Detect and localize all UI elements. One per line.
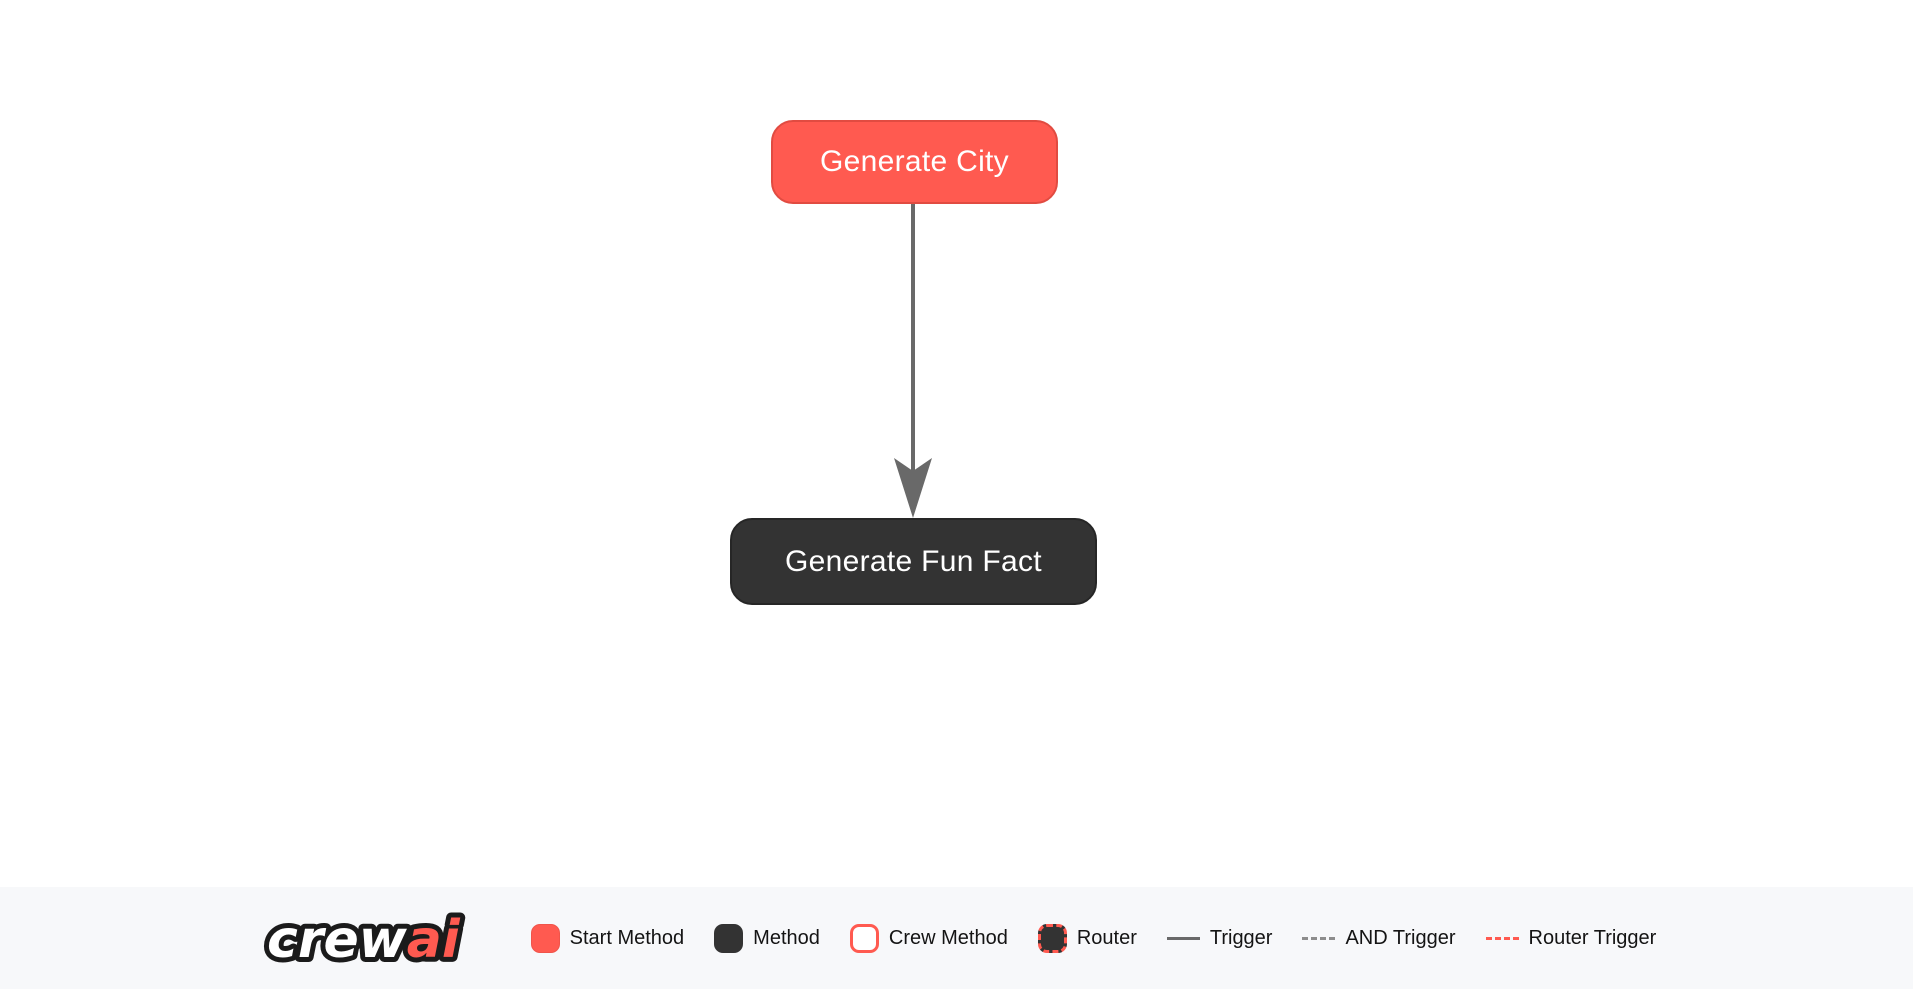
method-swatch-icon bbox=[714, 923, 744, 953]
node-generate-fun-fact-label: Generate Fun Fact bbox=[785, 544, 1042, 578]
legend-item-trigger: Trigger bbox=[1166, 926, 1273, 950]
legend-item-crew-method: Crew Method bbox=[849, 923, 1008, 953]
node-generate-city[interactable]: Generate City bbox=[771, 120, 1058, 204]
legend-item-start-method: Start Method bbox=[530, 923, 685, 953]
trigger-arrowhead-icon bbox=[894, 458, 932, 518]
legend-item-router-trigger: Router Trigger bbox=[1485, 926, 1657, 950]
legend-label-router: Router bbox=[1076, 926, 1137, 949]
legend-label-start-method: Start Method bbox=[569, 926, 685, 949]
legend-item-router: Router bbox=[1037, 923, 1137, 953]
and-trigger-line-icon bbox=[1302, 936, 1336, 940]
start-method-swatch-icon bbox=[530, 923, 560, 953]
crewai-logo: crewai bbox=[262, 905, 466, 975]
legend-label-trigger: Trigger bbox=[1209, 926, 1273, 949]
legend-label-method: Method bbox=[753, 926, 820, 949]
crew-method-swatch-icon bbox=[849, 923, 879, 953]
svg-text:crewai: crewai bbox=[267, 910, 461, 970]
legend-item-method: Method bbox=[714, 923, 820, 953]
router-trigger-line-icon bbox=[1485, 936, 1519, 940]
node-generate-fun-fact[interactable]: Generate Fun Fact bbox=[730, 518, 1097, 605]
legend-label-router-trigger: Router Trigger bbox=[1528, 926, 1657, 949]
trigger-line-icon bbox=[1166, 936, 1200, 940]
legend-bar: crewai Start Method Method Crew Method R… bbox=[0, 887, 1913, 989]
legend-label-and-trigger: AND Trigger bbox=[1345, 926, 1456, 949]
logo-crew-text: crew bbox=[267, 910, 408, 970]
logo-ai-text: ai bbox=[406, 910, 460, 970]
node-generate-city-label: Generate City bbox=[820, 145, 1009, 178]
legend-item-and-trigger: AND Trigger bbox=[1302, 926, 1456, 950]
legend-label-crew-method: Crew Method bbox=[888, 926, 1008, 949]
flow-canvas[interactable]: Generate City Generate Fun Fact bbox=[0, 0, 1913, 887]
router-swatch-icon bbox=[1037, 923, 1067, 953]
